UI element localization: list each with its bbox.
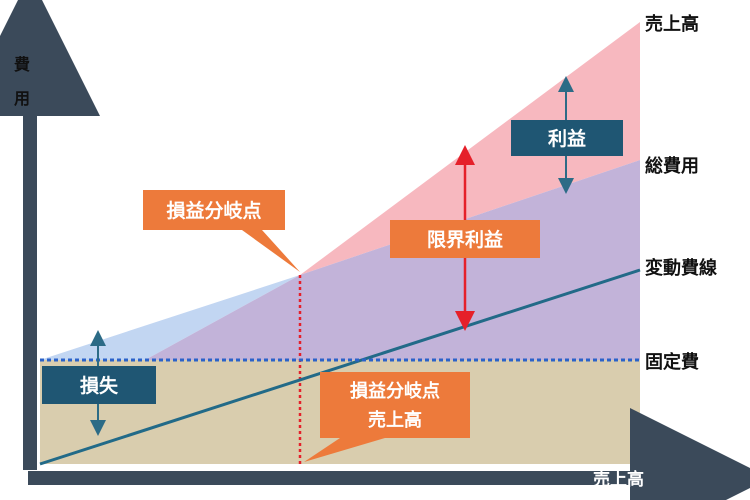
loss-box [42,366,156,404]
profit-label: 利益 [548,127,586,150]
x-axis-label: 売上高 [593,469,644,490]
marginal-profit-box [390,220,540,258]
break-even-callout [143,190,300,272]
break-even-sales-callout [304,372,470,462]
variable-cost-line-label: 変動費線 [645,257,717,279]
break-even-sales-label-line1: 損益分岐点 [350,380,440,402]
total-cost-line-label: 総費用 [645,155,699,177]
profit-box [511,120,623,156]
variable-cost-line [39,268,641,466]
sales-line-label: 売上高 [645,13,699,35]
marginal-profit-label: 限界利益 [427,228,503,251]
break-even-label: 損益分岐点 [166,199,261,222]
loss-label: 損失 [80,374,119,397]
y-axis-label-char-1: 費 [14,55,30,74]
fixed-cost-line-label: 固定費 [645,351,699,373]
y-axis-label-char-2: 用 [14,89,30,108]
break-even-sales-label-line2: 売上高 [368,409,422,431]
